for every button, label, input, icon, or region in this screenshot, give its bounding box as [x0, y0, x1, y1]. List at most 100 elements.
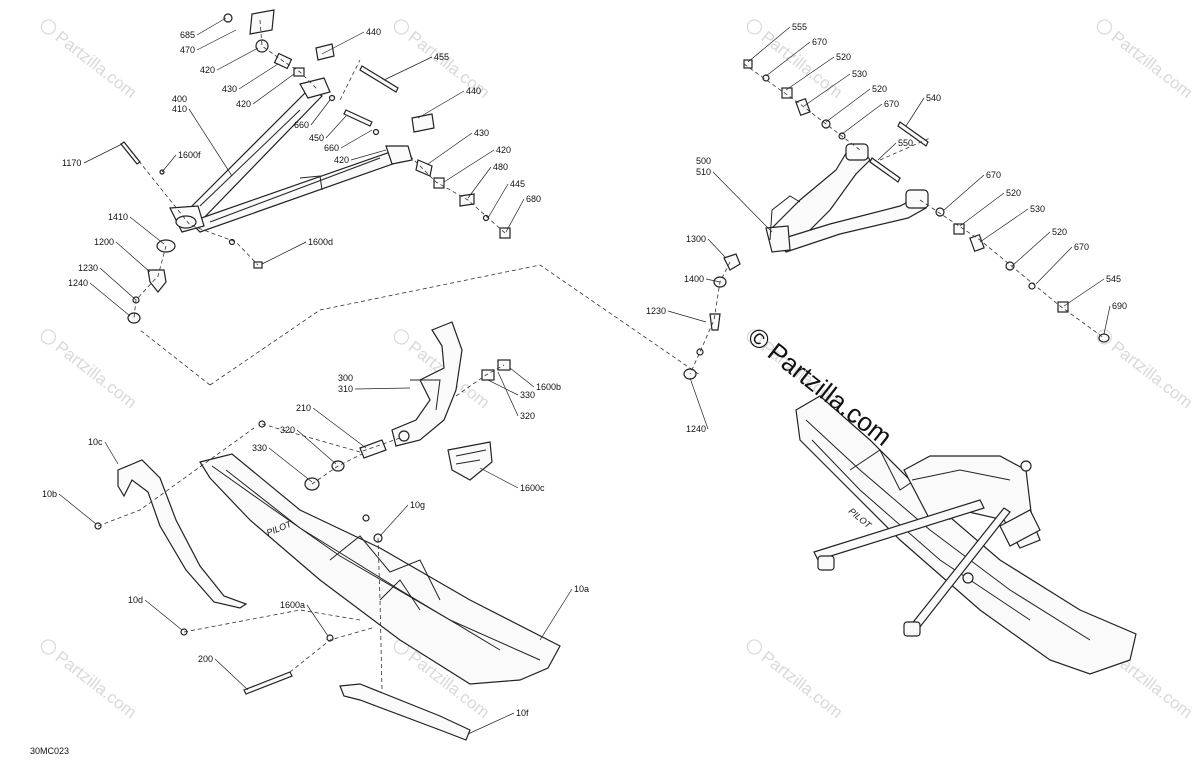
callout-label: 510: [696, 167, 711, 177]
leader-line: [312, 407, 367, 449]
leader-line: [747, 26, 791, 63]
watermark: Partzilla.com: [746, 639, 846, 722]
callout-label: 210: [296, 403, 311, 413]
callout-label: 440: [466, 86, 481, 96]
callout-label: 1400: [684, 274, 704, 284]
leader-line: [497, 371, 519, 417]
callout-label: 10g: [410, 500, 425, 510]
callout-label: 310: [338, 384, 353, 394]
leader-line: [877, 142, 897, 161]
leader-line: [765, 41, 811, 77]
callout-label: 320: [280, 425, 295, 435]
callout-label: 1600f: [178, 150, 201, 160]
callout-label: 410: [172, 104, 187, 114]
leader-line: [161, 154, 177, 173]
watermark-text: Partzilla.com: [758, 647, 846, 722]
leader-line: [689, 377, 709, 430]
leader-line: [487, 183, 509, 219]
leader-line: [196, 29, 237, 51]
leader-line: [310, 99, 331, 126]
leader-line: [707, 238, 727, 259]
callout-label: 455: [434, 52, 449, 62]
callout-label: 670: [884, 99, 899, 109]
watermark-copyright-icon: [393, 19, 410, 35]
leader-line: [959, 192, 1005, 227]
callout-label: 200: [198, 654, 213, 664]
callout-label: 1600a: [280, 600, 305, 610]
callout-label: 690: [1112, 301, 1127, 311]
callout-label: 1240: [68, 278, 88, 288]
callout-label: 430: [474, 128, 489, 138]
assembled-ski-right: [795, 395, 1137, 675]
ski-left-dashed-axis: [97, 427, 383, 691]
callout-label: 1600d: [308, 237, 333, 247]
left-arm-dashed-axis: [129, 19, 506, 319]
callout-label: 670: [1074, 242, 1089, 252]
leader-line: [443, 149, 495, 183]
upper-a-arm-left: [169, 77, 413, 233]
leader-line: [325, 115, 347, 139]
watermark: Partzilla.com: [1096, 19, 1196, 102]
leader-line: [89, 282, 131, 317]
watermark-copyright-icon: [40, 19, 57, 35]
upper-a-arm-right: [765, 143, 929, 253]
watermark: Partzilla.com: [40, 639, 140, 722]
watermark-text: Partzilla.com: [52, 647, 140, 722]
callout-label: 1600b: [536, 382, 561, 392]
callout-label: 1410: [108, 212, 128, 222]
callout-label: 520: [836, 52, 851, 62]
callout-label: 10d: [128, 595, 143, 605]
leader-line: [296, 429, 337, 465]
watermark-text: Partzilla.com: [758, 27, 846, 102]
leader-line: [1103, 305, 1111, 335]
leader-line: [214, 658, 249, 691]
callout-label: 330: [520, 390, 535, 400]
callout-label: 520: [1006, 188, 1021, 198]
leader-line: [785, 56, 835, 91]
leader-line: [144, 599, 183, 631]
leader-line: [467, 166, 492, 199]
leader-line: [252, 73, 295, 105]
leader-line: [943, 174, 985, 211]
leader-line: [467, 712, 515, 735]
callout-label: 520: [872, 84, 887, 94]
leader-line: [350, 149, 387, 161]
leader-line: [104, 441, 119, 465]
callout-label: 400: [172, 94, 187, 104]
watermark-copyright-icon: [1096, 19, 1113, 35]
leader-line: [841, 103, 883, 135]
callout-label: 1170: [62, 158, 81, 168]
leader-line: [306, 604, 329, 637]
callout-labels: 6854704204304204004104404554406604506604…: [42, 22, 1127, 718]
leader-lines: [58, 17, 1111, 735]
leader-line: [705, 278, 721, 283]
leader-line: [340, 129, 373, 149]
watermark-copyright-icon: [40, 329, 57, 345]
leader-line: [712, 171, 773, 233]
leader-line: [539, 588, 573, 641]
watermark-copyright-icon: [40, 639, 57, 655]
leader-line: [825, 88, 871, 123]
callout-label: 440: [366, 27, 381, 37]
callout-label: 555: [792, 22, 807, 32]
watermark: Partzilla.com: [40, 329, 140, 412]
callout-label: 1200: [94, 237, 114, 247]
watermark-copyright-icon: [393, 329, 410, 345]
callout-label: 670: [812, 37, 827, 47]
right-arm-dashed-axis: [689, 63, 1105, 375]
callout-label: 670: [986, 170, 1001, 180]
watermark: Partzilla.com: [40, 19, 140, 102]
leader-line: [58, 493, 97, 525]
callout-label: 320: [520, 411, 535, 421]
leader-line: [1035, 246, 1073, 285]
callout-label: 300: [338, 373, 353, 383]
callout-label: 660: [324, 143, 339, 153]
callout-label: 550: [898, 138, 913, 148]
leader-line: [321, 31, 365, 55]
watermark-copyright-icon: [746, 329, 763, 345]
callout-label: 420: [236, 99, 251, 109]
leader-line: [979, 208, 1029, 243]
callout-label: 520: [1052, 227, 1067, 237]
leader-line: [115, 241, 151, 273]
